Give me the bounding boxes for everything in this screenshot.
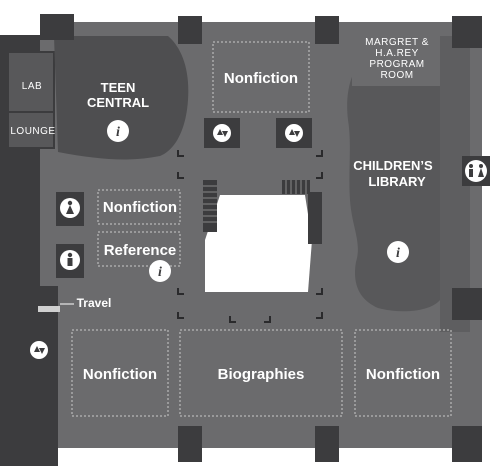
info-icon-reference: i: [149, 260, 171, 282]
pillars: [40, 14, 482, 462]
elevator-left-mid: [204, 118, 240, 148]
elevator-right-mid: [276, 118, 312, 148]
teen-central-label-line1: TEEN: [101, 80, 136, 95]
nonfiction-top-label: Nonfiction: [224, 70, 298, 87]
reference-label: Reference: [104, 242, 177, 259]
teen-central-area: [54, 36, 189, 160]
stairs-right: [308, 192, 322, 244]
childrens-label-line2: LIBRARY: [368, 174, 426, 189]
nonfiction-left-zone: [97, 189, 181, 225]
childrens-library-area: [347, 58, 440, 312]
stairs-left: [203, 180, 217, 232]
lounge-label: LOUNGE: [10, 126, 55, 137]
info-icon-glyph: i: [158, 265, 162, 280]
margret-label-line2: H.A.REY: [375, 48, 419, 59]
travel-shelf: [38, 303, 74, 312]
program-room: [352, 30, 440, 86]
nonfiction-left-label: Nonfiction: [103, 199, 177, 216]
info-icon-childrens: i: [387, 241, 409, 263]
family-restroom-icon: [462, 156, 490, 186]
atrium-opening: [205, 195, 312, 292]
biographies-zone: [179, 329, 343, 417]
info-icon-glyph: i: [396, 246, 400, 261]
margret-label-line1: MARGRET &: [365, 37, 429, 48]
travel-label: Travel: [77, 296, 112, 310]
margret-label-line3: PROGRAM: [369, 59, 424, 70]
restroom-women-icon: [56, 192, 84, 226]
column-markers: [177, 150, 323, 323]
biographies-label: Biographies: [218, 366, 305, 383]
nonfiction-bottom-right-zone: [354, 329, 452, 417]
nonfiction-bottom-left-zone: [71, 329, 169, 417]
info-icon-glyph: i: [116, 125, 120, 140]
lounge-room: [7, 111, 55, 149]
teen-central-label-line2: CENTRAL: [87, 95, 149, 110]
nonfiction-bottom-left-label: Nonfiction: [83, 366, 157, 383]
info-icon-teen: i: [107, 120, 129, 142]
stairs-top-right: [282, 180, 310, 194]
lab-room: [7, 51, 55, 119]
restroom-men-icon: [56, 244, 84, 278]
elevator-bottom-left: [22, 334, 56, 366]
margret-label-line4: ROOM: [380, 70, 413, 81]
lab-label: LAB: [22, 81, 42, 92]
childrens-label-line1: CHILDREN’S: [353, 158, 433, 173]
nonfiction-bottom-right-label: Nonfiction: [366, 366, 440, 383]
reference-zone: [97, 231, 181, 267]
nonfiction-top-zone: [212, 41, 310, 113]
